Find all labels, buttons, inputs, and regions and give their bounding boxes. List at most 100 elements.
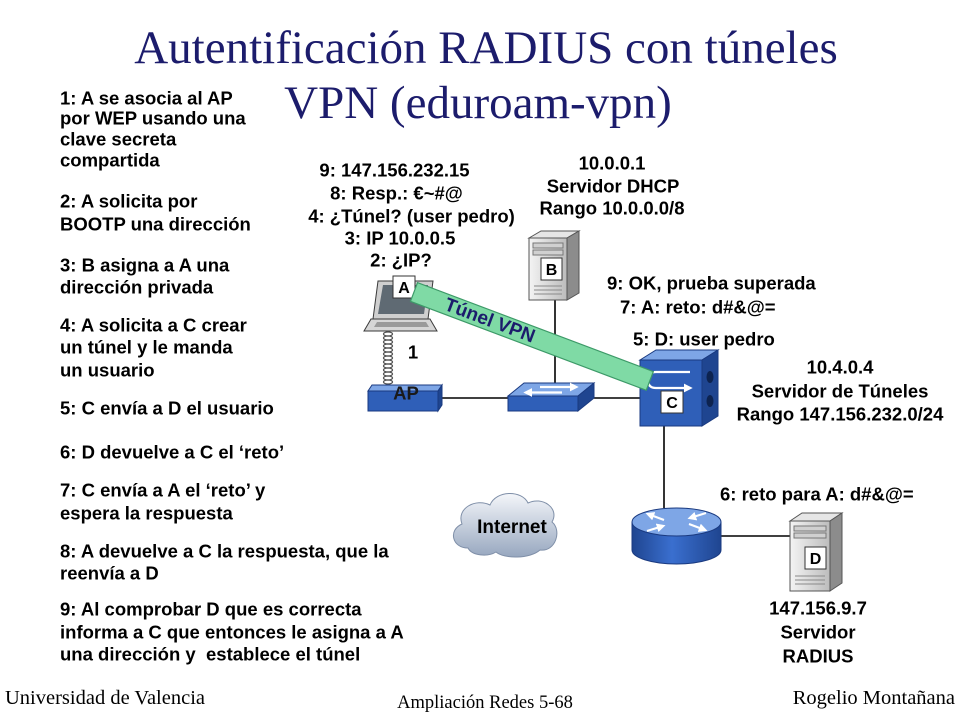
access-point: AP 1 <box>367 331 443 413</box>
radius-server-d-address: 147.156.9.7 <box>769 598 867 619</box>
radius-server-d-message: 6: reto para A: d#&@= <box>720 484 914 505</box>
wireless-link-label: 1 <box>408 342 418 363</box>
step-line: espera la respuesta <box>60 503 233 524</box>
tunnel-band <box>409 281 655 392</box>
footer-institution: Universidad de Valencia <box>5 687 205 709</box>
wireless-access-point-icon <box>367 331 443 413</box>
server-b-label: B <box>546 262 558 279</box>
router-arrow <box>646 523 666 533</box>
server-drive-bay <box>793 532 827 539</box>
step-line: 1: A se asocia al AP <box>60 88 233 109</box>
router-arrow <box>645 512 665 522</box>
tunnel-server-c-label-box <box>660 390 684 414</box>
tunnel-server-c-info: 10.4.0.4 Servidor de Túneles Rango 147.1… <box>737 357 944 425</box>
server-b: B <box>527 230 581 301</box>
slide-footer: Universidad de Valencia Ampliación Redes… <box>5 687 955 713</box>
server-drive-bay <box>532 242 564 249</box>
step-1: 1: A se asocia al AP por WEP usando una … <box>60 88 246 171</box>
server-side-face <box>566 230 580 301</box>
switch-icon <box>506 381 596 413</box>
step-line: por WEP usando una <box>60 108 246 129</box>
message-label: 7: A: reto: d#&@= <box>620 297 776 318</box>
router-arrow <box>688 522 708 532</box>
step-2: 2: A solicita por BOOTP una dirección <box>60 191 251 235</box>
tunnel-server-c-messages: 9: OK, prueba superada 7: A: reto: d#&@=… <box>607 273 816 350</box>
step-4: 4: A solicita a C crear un túnel y le ma… <box>60 315 247 381</box>
antenna-coil <box>382 331 394 385</box>
c-side-port <box>706 395 714 407</box>
slide-title: Autentificación RADIUS con túneles VPN (… <box>134 22 838 129</box>
radius-server-d-label: D <box>810 551 822 568</box>
access-point-label: AP <box>393 383 419 404</box>
c-side-face <box>701 349 719 427</box>
tunnel-label: Túnel VPN <box>441 294 537 347</box>
laptop-keyboard <box>374 322 429 327</box>
tunnel-server-c-range: Rango 147.156.232.0/24 <box>737 404 944 425</box>
client-a-label: A <box>398 280 410 297</box>
client-a-label-box <box>392 275 416 299</box>
message-label: 3: IP 10.0.0.5 <box>345 228 456 249</box>
radius-server-d-label-box <box>804 546 827 570</box>
server-drive-bay <box>793 525 827 532</box>
step-line: compartida <box>60 150 160 171</box>
tunnel-server-c <box>638 349 720 427</box>
cloud-icon <box>453 493 558 558</box>
internet: Internet <box>453 493 558 558</box>
step-9: 9: Al comprobar D que es correcta inform… <box>60 599 404 665</box>
step-line: 2: A solicita por <box>60 191 197 212</box>
step-8: 8: A devuelve a C la respuesta, que la r… <box>60 541 389 584</box>
message-label: 5: D: user pedro <box>633 329 775 350</box>
router-top <box>631 507 722 537</box>
radius-server-d: D <box>788 512 844 592</box>
server-b-address: 10.0.0.1 <box>579 153 646 174</box>
radius-server-d-role: RADIUS <box>783 646 854 667</box>
message-label: 8: Resp.: €~#@ <box>330 183 463 204</box>
step-line: dirección privada <box>60 277 214 298</box>
server-icon <box>788 512 844 592</box>
step-line: 5: C envía a D el usuario <box>60 398 274 419</box>
tunnel-server-c-address: 10.4.0.4 <box>807 357 875 378</box>
steps-list: 1: A se asocia al AP por WEP usando una … <box>60 88 404 665</box>
router-arrow <box>687 511 707 521</box>
switch <box>506 381 596 413</box>
c-side-port <box>706 371 714 383</box>
step-line: un túnel y le manda <box>60 337 233 358</box>
antenna-loop <box>382 379 394 385</box>
footer-course-page: Ampliación Redes 5-68 <box>397 693 573 713</box>
vpn-concentrator-icon <box>638 349 720 427</box>
tunnel-server-c-role: Servidor de Túneles <box>752 381 929 402</box>
server-side-face <box>829 512 843 592</box>
footer-author: Rogelio Montañana <box>793 687 955 709</box>
step-line: 6: D devuelve a C el ‘reto’ <box>60 442 284 463</box>
step-line: 7: C envía a A el ‘reto’ y <box>60 480 266 501</box>
title-line-1: Autentificación RADIUS con túneles <box>134 22 838 74</box>
internet-label: Internet <box>477 517 547 538</box>
step-line: 3: B asigna a A una <box>60 255 230 276</box>
message-label: 9: OK, prueba superada <box>607 273 816 294</box>
tunnel-server-c-label: C <box>666 395 678 412</box>
step-line: clave secreta <box>60 129 177 150</box>
server-b-label-box <box>540 257 563 281</box>
message-label: 4: ¿Túnel? (user pedro) <box>308 206 515 227</box>
step-6: 6: D devuelve a C el ‘reto’ <box>60 442 284 463</box>
message-label: 9: 147.156.232.15 <box>319 160 469 181</box>
server-b-role: Servidor DHCP <box>547 176 680 197</box>
ap-side-face <box>437 383 443 413</box>
switch-side-face <box>577 381 595 413</box>
router <box>631 507 722 565</box>
router-icon <box>631 507 722 565</box>
network-links <box>442 300 790 537</box>
step-line: 4: A solicita a C crear <box>60 315 247 336</box>
step-line: informa a C que entonces le asigna a A <box>60 622 404 643</box>
step-line: BOOTP una dirección <box>60 214 251 235</box>
server-b-range: Rango 10.0.0.0/8 <box>540 198 685 219</box>
step-5: 5: C envía a D el usuario <box>60 398 274 419</box>
message-label: 2: ¿IP? <box>370 250 432 271</box>
server-b-info: 10.0.0.1 Servidor DHCP Rango 10.0.0.0/8 <box>540 153 685 219</box>
radius-server-d-role: Servidor <box>780 622 855 643</box>
step-line: 9: Al comprobar D que es correcta <box>60 599 362 620</box>
step-line: una dirección y establece el túnel <box>60 644 360 665</box>
title-line-2: VPN (eduroam-vpn) <box>284 77 672 129</box>
radius-server-d-info: 147.156.9.7 Servidor RADIUS <box>769 598 867 667</box>
